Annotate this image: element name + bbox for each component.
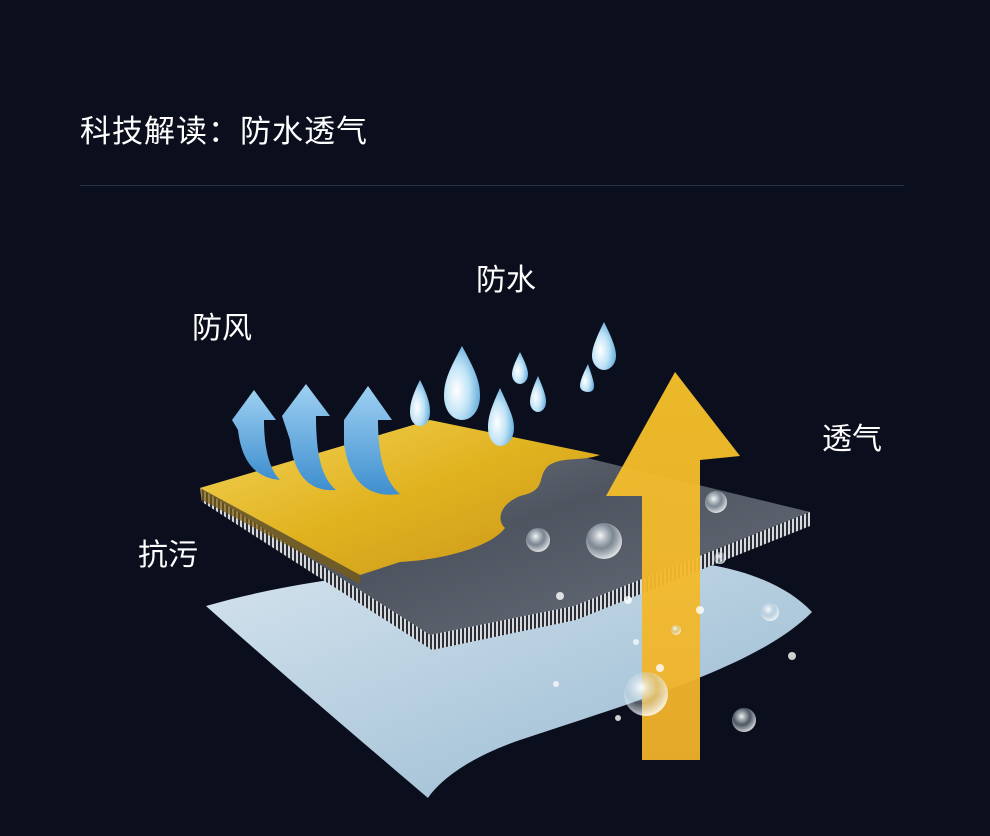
windproof-arrows xyxy=(232,384,400,495)
label-breathable: 透气 xyxy=(822,422,882,457)
vapor-bubbles xyxy=(526,491,796,732)
label-windproof: 防风 xyxy=(192,311,252,346)
label-waterproof: 防水 xyxy=(476,263,536,298)
membrane-edge-right xyxy=(430,512,810,650)
page-title: 科技解读：防水透气 xyxy=(80,114,368,150)
breathable-arrow xyxy=(606,372,740,760)
title-divider xyxy=(80,185,904,186)
water-droplets xyxy=(410,322,616,446)
label-stain-resistant: 抗污 xyxy=(138,538,198,573)
